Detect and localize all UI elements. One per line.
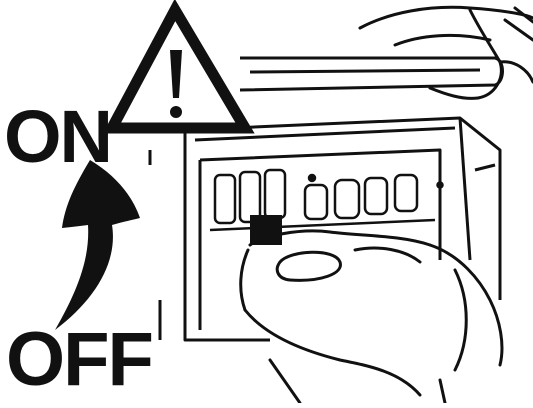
breaker-switch (395, 175, 417, 211)
top-bar (240, 58, 503, 90)
breaker-switch (265, 170, 285, 218)
off-label: OFF (6, 322, 152, 398)
warning-triangle-icon (112, 10, 245, 128)
on-label: ON (4, 100, 111, 174)
breaker-switches (210, 170, 443, 230)
breaker-switch (305, 185, 327, 219)
lower-hand (241, 231, 502, 403)
breaker-switch (365, 178, 387, 214)
breaker-switch (215, 175, 235, 223)
breaker-switch (240, 172, 260, 222)
curved-arrow-up-icon (55, 160, 140, 330)
breaker-switch (335, 180, 359, 218)
panel-housing (150, 118, 500, 340)
